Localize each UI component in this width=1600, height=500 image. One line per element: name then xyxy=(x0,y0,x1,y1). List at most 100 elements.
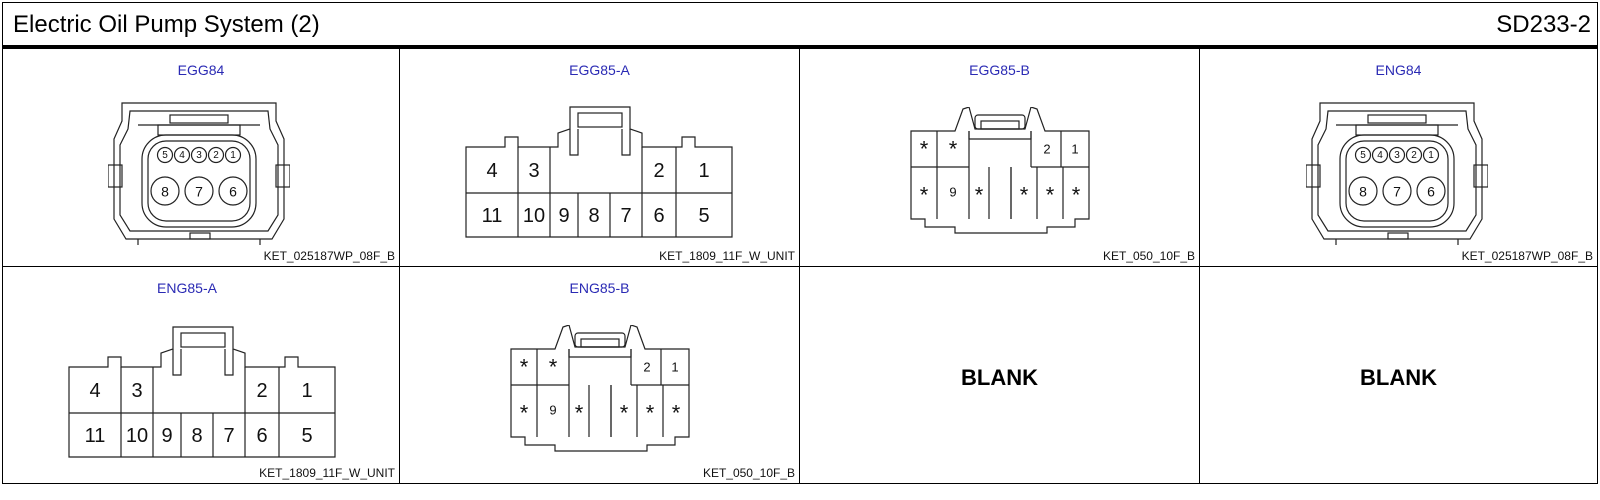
pin-label: 7 xyxy=(223,425,234,447)
pin-label: 2 xyxy=(213,150,219,161)
sheet-code: SD233-2 xyxy=(1496,11,1591,38)
blank-cell: BLANK xyxy=(1200,267,1598,484)
pin-label: 6 xyxy=(653,205,664,227)
housing-inner-outline xyxy=(1317,110,1477,232)
pin-label: 6 xyxy=(256,425,267,447)
side-latch xyxy=(1473,164,1488,188)
latch-base xyxy=(968,131,1032,140)
header-rule xyxy=(2,45,1598,49)
pin-label: * xyxy=(1046,183,1055,208)
pin-label: 5 xyxy=(162,150,168,161)
housing-rib xyxy=(1387,232,1409,240)
latch-window-inner xyxy=(580,338,620,348)
side-latch xyxy=(1306,164,1321,188)
pin-socket xyxy=(1348,176,1378,206)
pin-label: 6 xyxy=(1427,184,1435,200)
latch-arms xyxy=(569,129,631,156)
housing-inner-outline xyxy=(119,110,279,232)
pin-label: * xyxy=(520,355,529,380)
connector-face xyxy=(141,134,257,228)
latch-window xyxy=(180,332,226,348)
pin-label: * xyxy=(1072,183,1081,208)
connector-name: EGG84 xyxy=(177,62,225,78)
pin-label: 2 xyxy=(653,160,664,182)
pin-label: 1 xyxy=(301,380,312,402)
pin-label: 3 xyxy=(1394,150,1400,161)
latch-window xyxy=(577,112,623,128)
latch-base xyxy=(568,349,632,358)
pin-label: * xyxy=(975,183,984,208)
pin-label: * xyxy=(1020,183,1029,208)
housing-outline xyxy=(910,107,1090,234)
pin-label: 9 xyxy=(949,185,956,200)
pin-label: * xyxy=(920,137,929,162)
pin-label: 1 xyxy=(1428,150,1434,161)
latch-window xyxy=(574,332,626,348)
pin-label: * xyxy=(949,137,958,162)
blank-label: BLANK xyxy=(1360,365,1437,390)
pin-label: 5 xyxy=(1360,150,1366,161)
side-latch xyxy=(108,164,123,188)
housing-outline xyxy=(1311,102,1483,240)
connector-name: ENG85-A xyxy=(157,280,217,296)
pin-socket xyxy=(1405,146,1423,164)
connector-name: EGG85-A xyxy=(569,62,630,78)
pin-socket xyxy=(1371,146,1389,164)
pin-label: 11 xyxy=(482,205,503,227)
pin-label: 10 xyxy=(126,425,148,447)
pin-socket xyxy=(184,176,214,206)
connector-part-number: KET_050_10F_B xyxy=(702,466,795,480)
connector-face xyxy=(1339,134,1455,228)
connector-face-inner xyxy=(1345,140,1449,222)
pin-label: 1 xyxy=(230,150,236,161)
connector-part-number: KET_1809_11F_W_UNIT xyxy=(259,466,395,480)
pin-socket xyxy=(1382,176,1412,206)
connector-part-number: KET_025187WP_08F_B xyxy=(1461,249,1593,263)
lock-tab xyxy=(169,114,229,124)
side-latch xyxy=(275,164,290,188)
pin-label: 2 xyxy=(1411,150,1417,161)
pin-label: 3 xyxy=(131,380,142,402)
pin-label: 1 xyxy=(1071,142,1078,157)
blank-label: BLANK xyxy=(961,365,1038,390)
pin-label: 1 xyxy=(698,160,709,182)
pin-label: 3 xyxy=(196,150,202,161)
pin-label: 4 xyxy=(486,160,497,182)
pin-label: * xyxy=(920,183,929,208)
pin-label: 8 xyxy=(1359,184,1367,200)
pin-label: 5 xyxy=(698,205,709,227)
pin-label: 8 xyxy=(191,425,202,447)
latch-window-inner xyxy=(980,120,1020,130)
page-title: Electric Oil Pump System (2) xyxy=(13,11,320,38)
pin-label: 9 xyxy=(558,205,569,227)
pin-label: 8 xyxy=(588,205,599,227)
pin-label: 10 xyxy=(523,205,545,227)
pin-socket xyxy=(224,146,242,164)
pin-label: 6 xyxy=(229,184,237,200)
connector-name: ENG84 xyxy=(1375,62,1422,78)
connector-face-inner xyxy=(147,140,251,222)
lock-tab xyxy=(1355,124,1439,136)
pin-label: 7 xyxy=(1393,184,1401,200)
pin-label: 5 xyxy=(301,425,312,447)
pin-label: 8 xyxy=(161,184,169,200)
center-key xyxy=(588,385,612,437)
latch-window xyxy=(974,114,1026,130)
lock-tab xyxy=(157,124,241,136)
pin-socket xyxy=(150,176,180,206)
housing-rib xyxy=(189,232,211,240)
pin-label: * xyxy=(646,401,655,426)
pin-label: 2 xyxy=(256,380,267,402)
pin-label: 4 xyxy=(1377,150,1383,161)
